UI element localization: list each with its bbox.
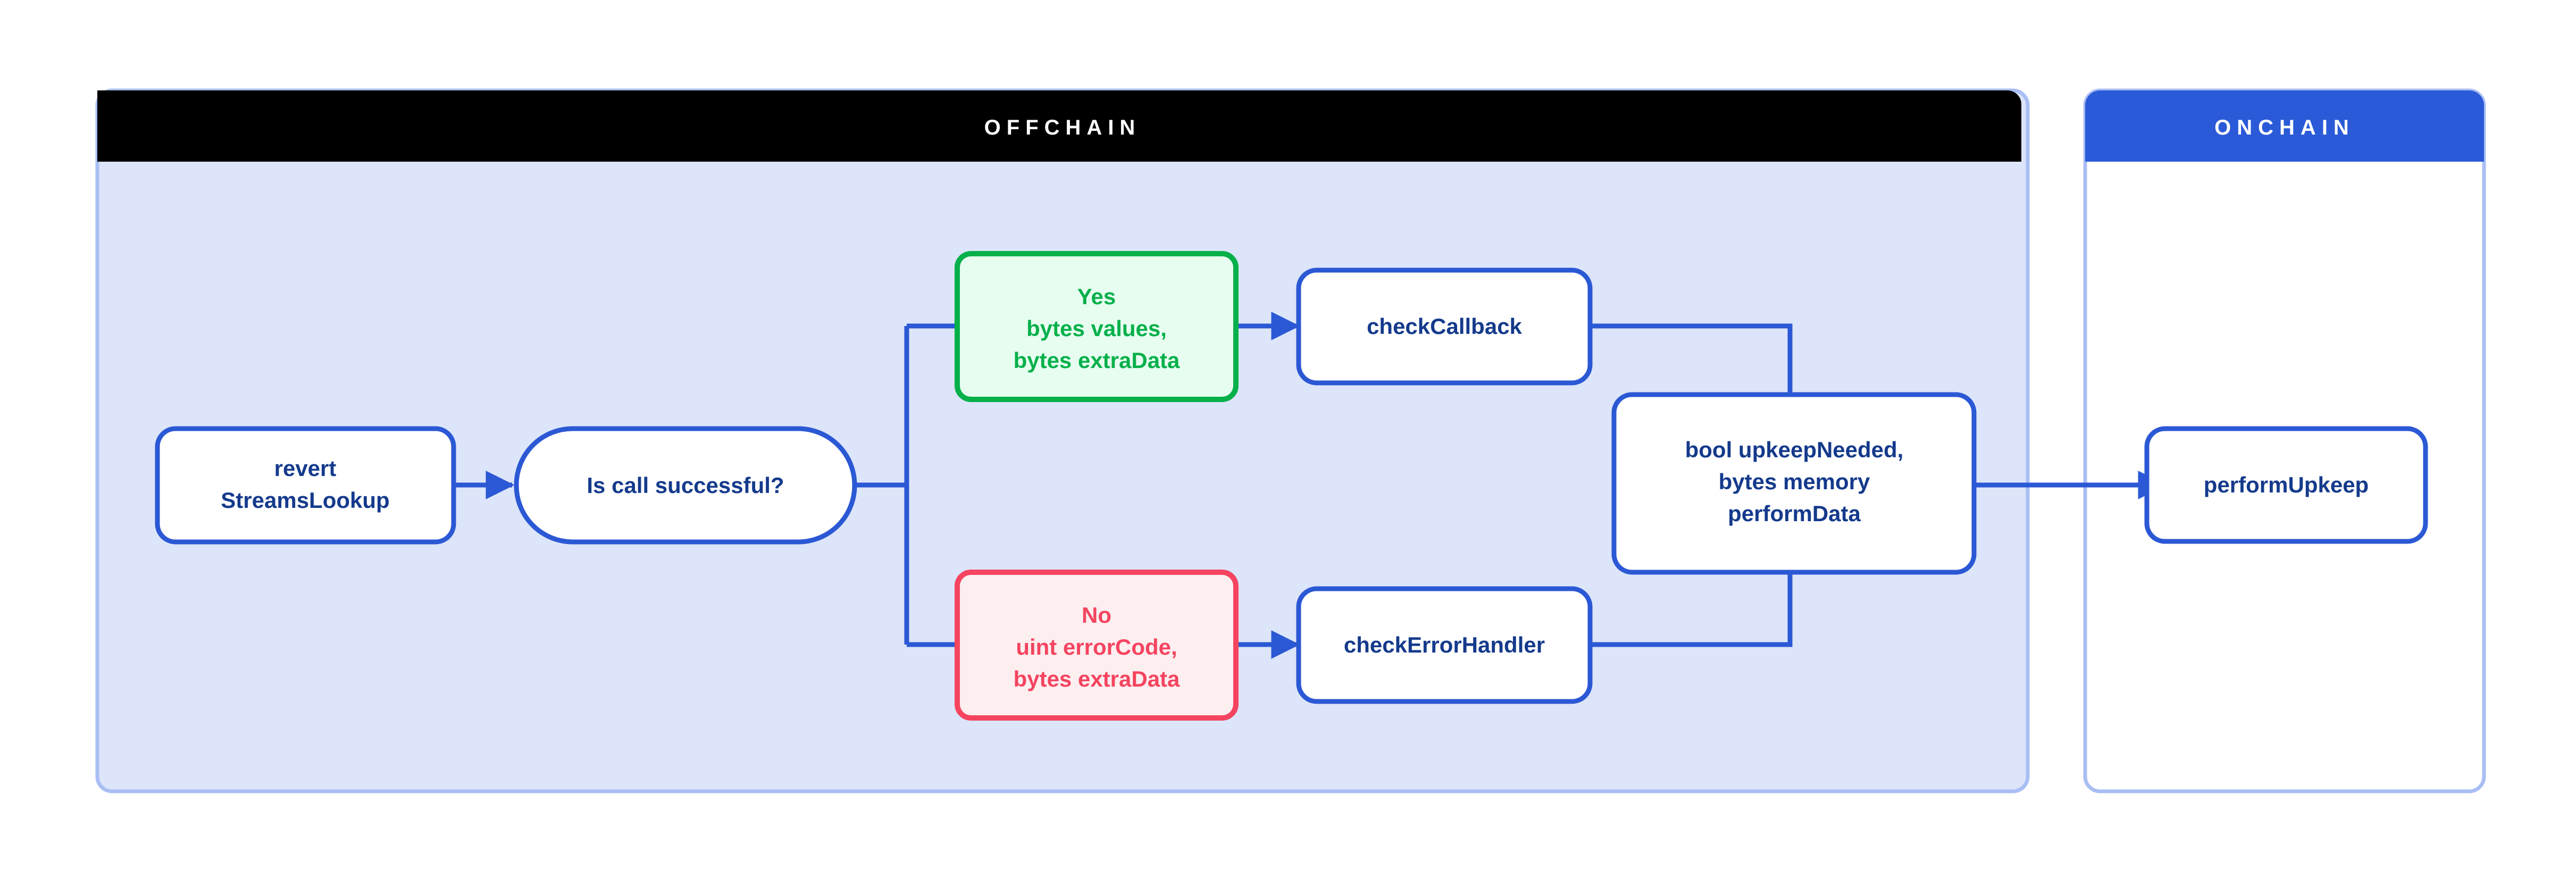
node-is-call-successful-label: Is call successful?	[587, 473, 784, 498]
node-check-error-handler-box[interactable]	[1296, 586, 1593, 704]
node-no-branch-line1: No	[1082, 603, 1111, 628]
edge-check-callback-to-result	[1590, 323, 1793, 396]
onchain-panel-title: ONCHAIN	[2214, 116, 2355, 139]
offchain-panel-title: OFFCHAIN	[984, 116, 1141, 139]
offchain-header	[97, 90, 2021, 162]
node-no-branch-box[interactable]	[955, 570, 1239, 721]
node-no-branch[interactable]: No uint errorCode, bytes extraData	[955, 570, 1239, 721]
node-check-callback-box[interactable]	[1296, 268, 1593, 386]
node-no-branch-line2: uint errorCode,	[1016, 634, 1177, 659]
node-revert-streamslookup[interactable]: revert StreamsLookup	[155, 426, 456, 545]
node-perform-upkeep-box[interactable]	[2144, 426, 2428, 544]
node-check-error-handler-label: checkErrorHandler	[1344, 632, 1545, 657]
node-yes-branch-box[interactable]	[955, 251, 1239, 402]
node-yes-branch-line3: bytes extraData	[1014, 348, 1180, 373]
node-perform-upkeep[interactable]: performUpkeep	[2144, 426, 2428, 544]
node-check-callback[interactable]: checkCallback	[1296, 268, 1593, 386]
onchain-header-bg	[2085, 90, 2484, 162]
node-perform-upkeep-label: performUpkeep	[2204, 472, 2369, 497]
node-check-callback-label: checkCallback	[1367, 314, 1522, 339]
connectors	[454, 312, 2167, 659]
node-is-call-successful[interactable]: Is call successful?	[514, 426, 857, 545]
node-is-call-successful-box[interactable]	[514, 426, 857, 545]
node-check-error-handler[interactable]: checkErrorHandler	[1296, 586, 1593, 704]
node-no-branch-line3: bytes extraData	[1014, 666, 1180, 691]
offchain-header-bg	[97, 90, 2021, 162]
node-revert-streamslookup-line2: StreamsLookup	[221, 488, 389, 513]
node-upkeep-result-line1: bool upkeepNeeded,	[1685, 437, 1904, 462]
node-upkeep-result-line3: performData	[1728, 501, 1861, 526]
node-yes-branch[interactable]: Yes bytes values, bytes extraData	[955, 251, 1239, 402]
node-upkeep-result[interactable]: bool upkeepNeeded, bytes memory performD…	[1611, 392, 1977, 575]
node-yes-branch-line1: Yes	[1077, 284, 1116, 309]
node-upkeep-result-box[interactable]	[1611, 392, 1977, 575]
node-yes-branch-line2: bytes values,	[1026, 316, 1167, 341]
edge-check-error-handler-to-result	[1590, 572, 1793, 647]
node-revert-streamslookup-line1: revert	[274, 456, 337, 481]
node-upkeep-result-line2: bytes memory	[1719, 469, 1870, 494]
node-revert-streamslookup-box[interactable]	[155, 426, 456, 545]
